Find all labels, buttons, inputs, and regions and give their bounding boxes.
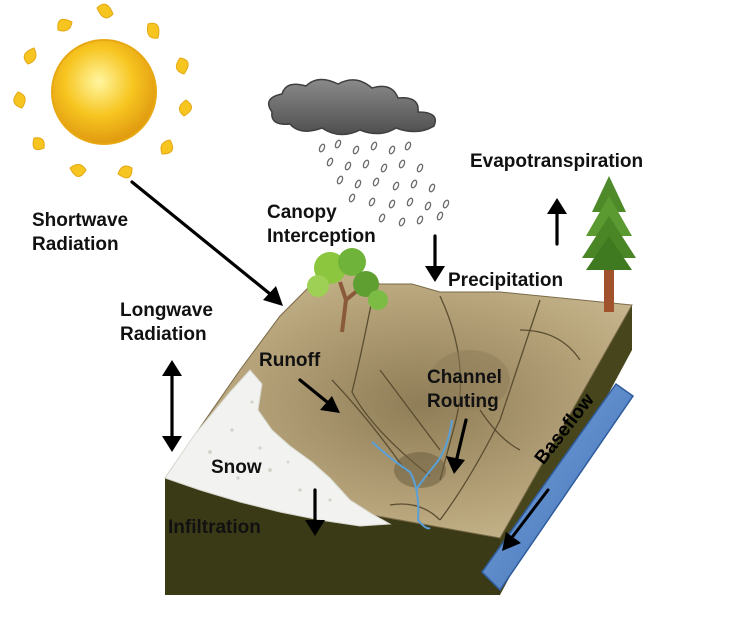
shortwave-radiation-label: Shortwave Radiation <box>32 209 128 257</box>
channel-routing-label: Channel Routing <box>427 366 502 414</box>
arrows <box>130 180 567 551</box>
snow-field <box>164 369 392 527</box>
baseflow-arrow <box>508 488 550 542</box>
deciduous-tree-icon <box>307 248 388 333</box>
cloud-icon <box>267 78 436 136</box>
evapotranspiration-label: Evapotranspiration <box>470 151 644 172</box>
canopy-label-line1: Canopy <box>267 202 337 223</box>
canopy-interception-label: Canopy Interception <box>267 201 376 249</box>
channel-routing-arrow <box>454 418 468 464</box>
shortwave-label-line1: Shortwave <box>32 210 129 231</box>
baseflow-band <box>481 382 635 592</box>
longwave-radiation-label: Longwave Radiation <box>120 299 213 347</box>
precipitation-label: Precipitation <box>448 270 564 291</box>
conifer-tree-icon <box>582 176 636 312</box>
soil-block <box>165 305 635 595</box>
shortwave-arrow <box>130 180 277 300</box>
sun-icon <box>13 3 192 179</box>
channel-label-line2: Routing <box>427 391 499 412</box>
longwave-label-line1: Longwave <box>120 300 213 321</box>
infiltration-label: Infiltration <box>168 517 261 538</box>
snow-label: Snow <box>211 457 262 478</box>
shortwave-label-line2: Radiation <box>32 234 119 255</box>
channel-label-line1: Channel <box>427 367 502 388</box>
stream <box>371 419 453 530</box>
canopy-label-line2: Interception <box>267 226 376 247</box>
runoff-arrow <box>298 378 334 408</box>
rain-icon <box>318 139 450 227</box>
longwave-label-line2: Radiation <box>120 324 207 345</box>
runoff-label: Runoff <box>259 350 321 371</box>
